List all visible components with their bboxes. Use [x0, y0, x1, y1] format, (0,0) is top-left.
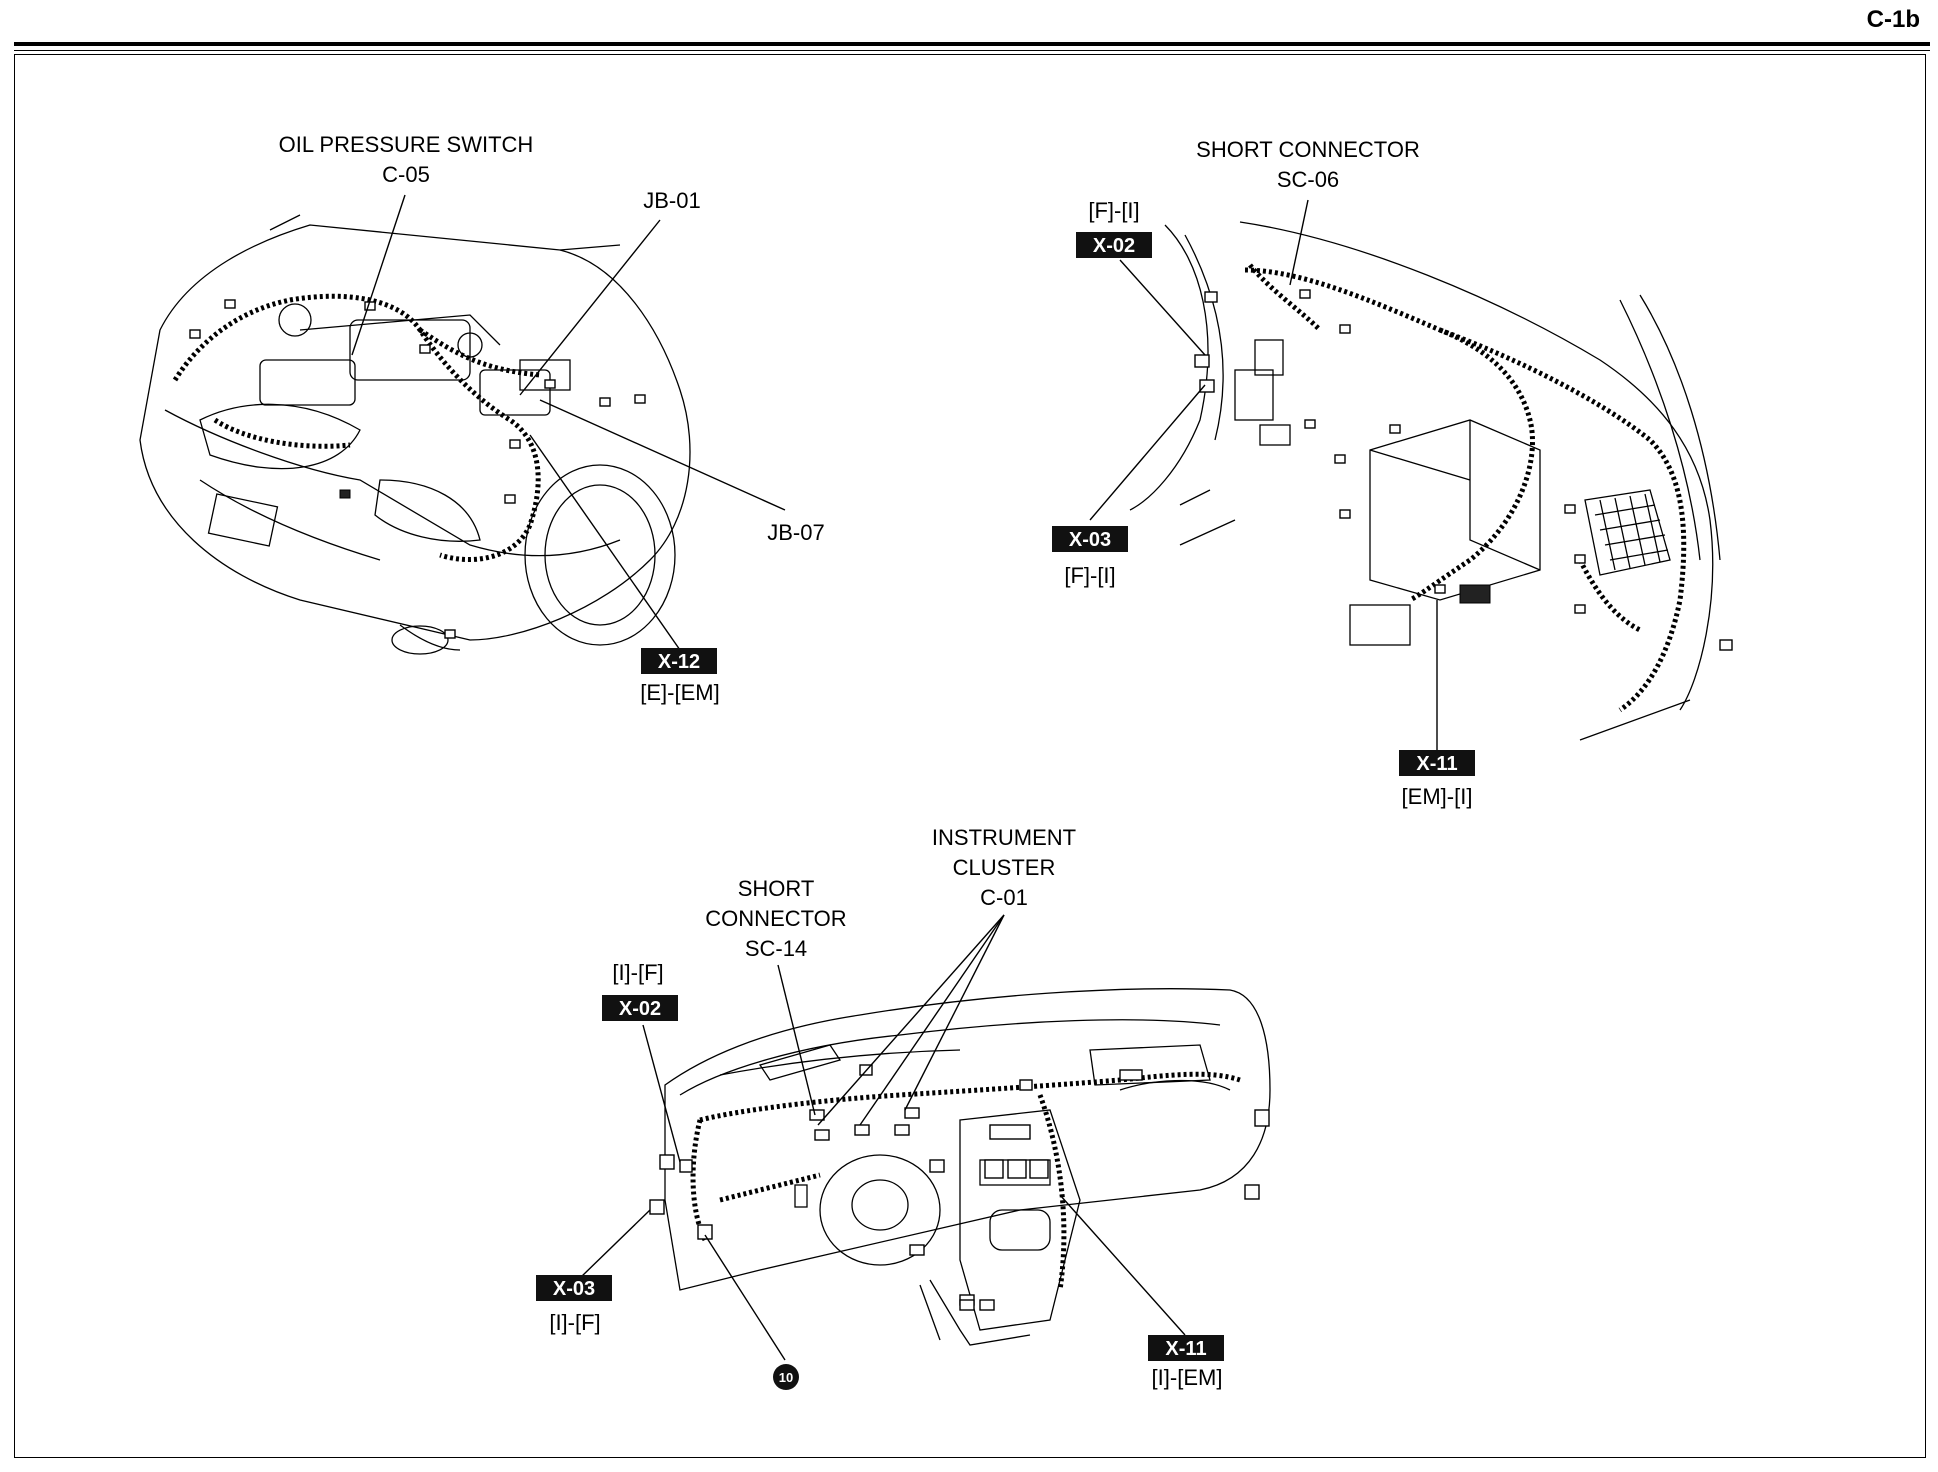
sc14-code: SC-14: [745, 936, 807, 961]
x12-code: [E]-[EM]: [640, 680, 719, 705]
instrument-cluster-label-2: CLUSTER: [953, 855, 1056, 880]
jb01-label: JB-01: [643, 188, 700, 213]
x03-top-code: [F]-[I]: [1064, 563, 1115, 588]
interior-body: [1129, 221, 1721, 741]
interior-connectors: [1194, 289, 1733, 651]
dashboard-harness: [690, 1071, 1241, 1291]
sc14-label-2: CONNECTOR: [705, 906, 846, 931]
ground-marker-text: 10: [779, 1370, 793, 1385]
engine-car-body: [139, 214, 691, 655]
ground-marker: 10: [773, 1364, 799, 1390]
x11-top-tag: X-11: [1399, 750, 1475, 776]
diagram-frame: [14, 54, 1926, 1458]
page-id: C-1b: [1866, 6, 1920, 33]
oil-pressure-switch-label: OIL PRESSURE SWITCH: [279, 132, 534, 157]
header-rule-thick: [14, 42, 1930, 46]
header-rule-thin: [14, 50, 1930, 51]
engine-harness: [172, 293, 541, 563]
x02-bottom-tag-text: X-02: [619, 998, 661, 1020]
instrument-cluster-label: INSTRUMENT: [932, 825, 1076, 850]
sc14-label: SHORT: [738, 876, 815, 901]
engine-leaders: [351, 194, 786, 651]
x03-bottom-tag-text: X-03: [553, 1278, 595, 1300]
instrument-cluster-code: C-01: [980, 885, 1028, 910]
dashboard-body: [664, 988, 1271, 1346]
x02-top-tag-text: X-02: [1093, 235, 1135, 257]
sc06-code: SC-06: [1277, 167, 1339, 192]
interior-view: SHORT CONNECTOR SC-06 [F]-[I] X-02 X-03 …: [1052, 137, 1733, 809]
interior-harness: [1244, 263, 1687, 713]
x02-bottom-tag: X-02: [602, 995, 678, 1021]
x03-bottom-tag: X-03: [536, 1275, 612, 1301]
dashboard-leaders: [579, 914, 1186, 1361]
engine-compartment-view: OIL PRESSURE SWITCH C-05 JB-01 JB-07 X-1…: [139, 132, 825, 705]
x11-top-tag-text: X-11: [1416, 753, 1457, 775]
x11-bottom-tag: X-11: [1148, 1335, 1224, 1361]
x03-top-tag: X-03: [1052, 526, 1128, 552]
x03-top-tag-text: X-03: [1069, 529, 1111, 551]
dashboard-view: INSTRUMENT CLUSTER C-01 SHORT CONNECTOR …: [536, 825, 1271, 1390]
jb07-label: JB-07: [767, 520, 824, 545]
x11-bottom-tag-text: X-11: [1165, 1338, 1206, 1360]
oil-pressure-switch-code: C-05: [382, 162, 430, 187]
x03-bottom-code: [I]-[F]: [549, 1310, 600, 1335]
x11-bottom-code: [I]-[EM]: [1152, 1365, 1223, 1390]
sc06-label: SHORT CONNECTOR: [1196, 137, 1420, 162]
x02-bottom-code: [I]-[F]: [612, 960, 663, 985]
interior-leaders: [1089, 199, 1438, 750]
engine-connectors: [189, 299, 646, 639]
x12-tag: X-12: [641, 648, 717, 674]
x12-tag-text: X-12: [658, 651, 700, 673]
x11-top-code: [EM]-[I]: [1402, 784, 1473, 809]
x02-top-code: [F]-[I]: [1088, 198, 1139, 223]
x02-top-tag: X-02: [1076, 232, 1152, 258]
